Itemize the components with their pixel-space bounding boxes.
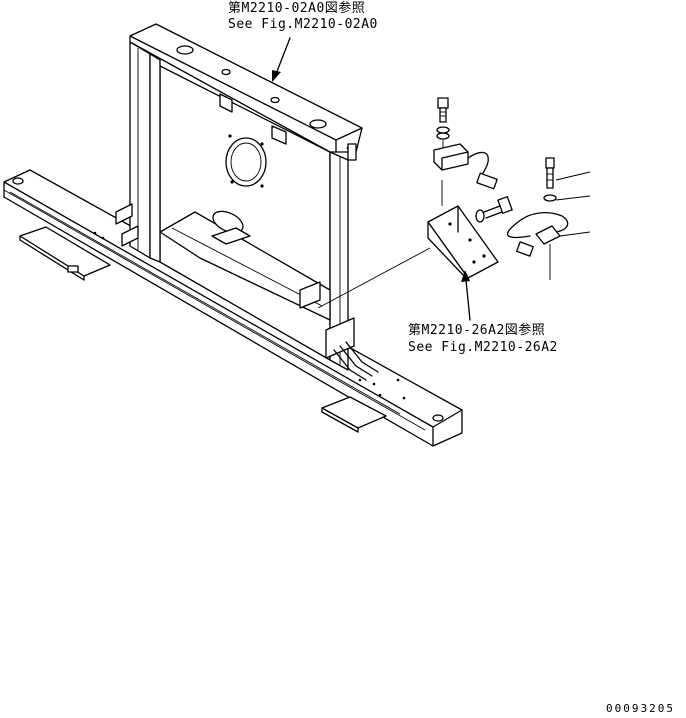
- lower-callout-jp: 第M2210-26A2図参照: [408, 323, 546, 338]
- upright-frame: [115, 23, 379, 381]
- lower-callout-en: See Fig.M2210-26A2: [408, 340, 558, 355]
- upper-callout-jp: 第M2210-02A0図参照: [228, 1, 366, 16]
- upper-callout-arrow: [272, 37, 291, 82]
- upper-callout-en: See Fig.M2210-02A0: [228, 17, 378, 32]
- left-underplate: [19, 226, 111, 281]
- switch-bracket-assembly: [317, 97, 591, 309]
- lower-callout-arrow: [461, 270, 471, 321]
- base-rail: [3, 169, 463, 447]
- right-underplate: [321, 396, 387, 433]
- drawing-number: 00093205: [606, 702, 675, 715]
